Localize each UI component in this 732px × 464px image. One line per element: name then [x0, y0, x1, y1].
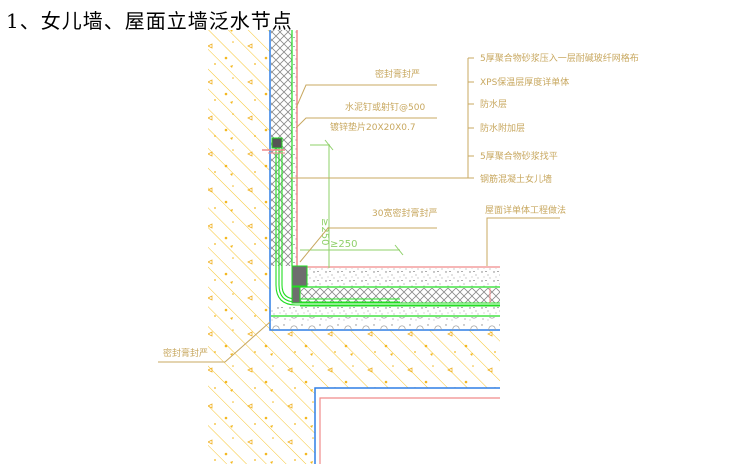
label-sealant-30: 30宽密封膏封严	[372, 207, 437, 219]
leader-lines	[158, 57, 560, 363]
label-nail: 水泥钉或射钉@500	[345, 101, 425, 113]
roof-layers	[271, 266, 500, 330]
lower-room-finish-line	[319, 397, 500, 464]
label-washer: 镀锌垫片20X20X0.7	[330, 121, 416, 133]
sealant-block	[291, 265, 308, 287]
dimension-horizontal	[300, 244, 404, 256]
label-sealant-top: 密封膏封严	[375, 68, 420, 80]
drawing-title: 1、女儿墙、屋面立墙泛水节点	[6, 9, 293, 33]
label-right-2: XPS保温层厚度详单体	[480, 76, 569, 88]
label-right-5: 5厚聚合物砂浆找平	[480, 150, 558, 162]
label-right-1: 5厚聚合物砂浆压入一层耐碱玻纤网格布	[480, 52, 639, 64]
label-right-3: 防水层	[480, 98, 507, 110]
label-right-6: 钢筋混凝土女儿墙	[480, 173, 552, 185]
membrane-top-cap	[271, 137, 283, 149]
sealant-block-lower	[291, 286, 301, 304]
label-sealant-left: 密封膏封严	[163, 347, 208, 359]
label-right-4: 防水附加层	[480, 122, 525, 134]
concrete-parapet-wall	[208, 30, 500, 464]
lower-room-wall-line	[314, 387, 500, 464]
vertical-finish-mortar	[293, 30, 297, 266]
dimension-horizontal-label: ≥250	[330, 239, 357, 250]
dimension-vertical	[310, 139, 334, 268]
label-roof-practice: 屋面详单体工程做法	[485, 204, 566, 216]
